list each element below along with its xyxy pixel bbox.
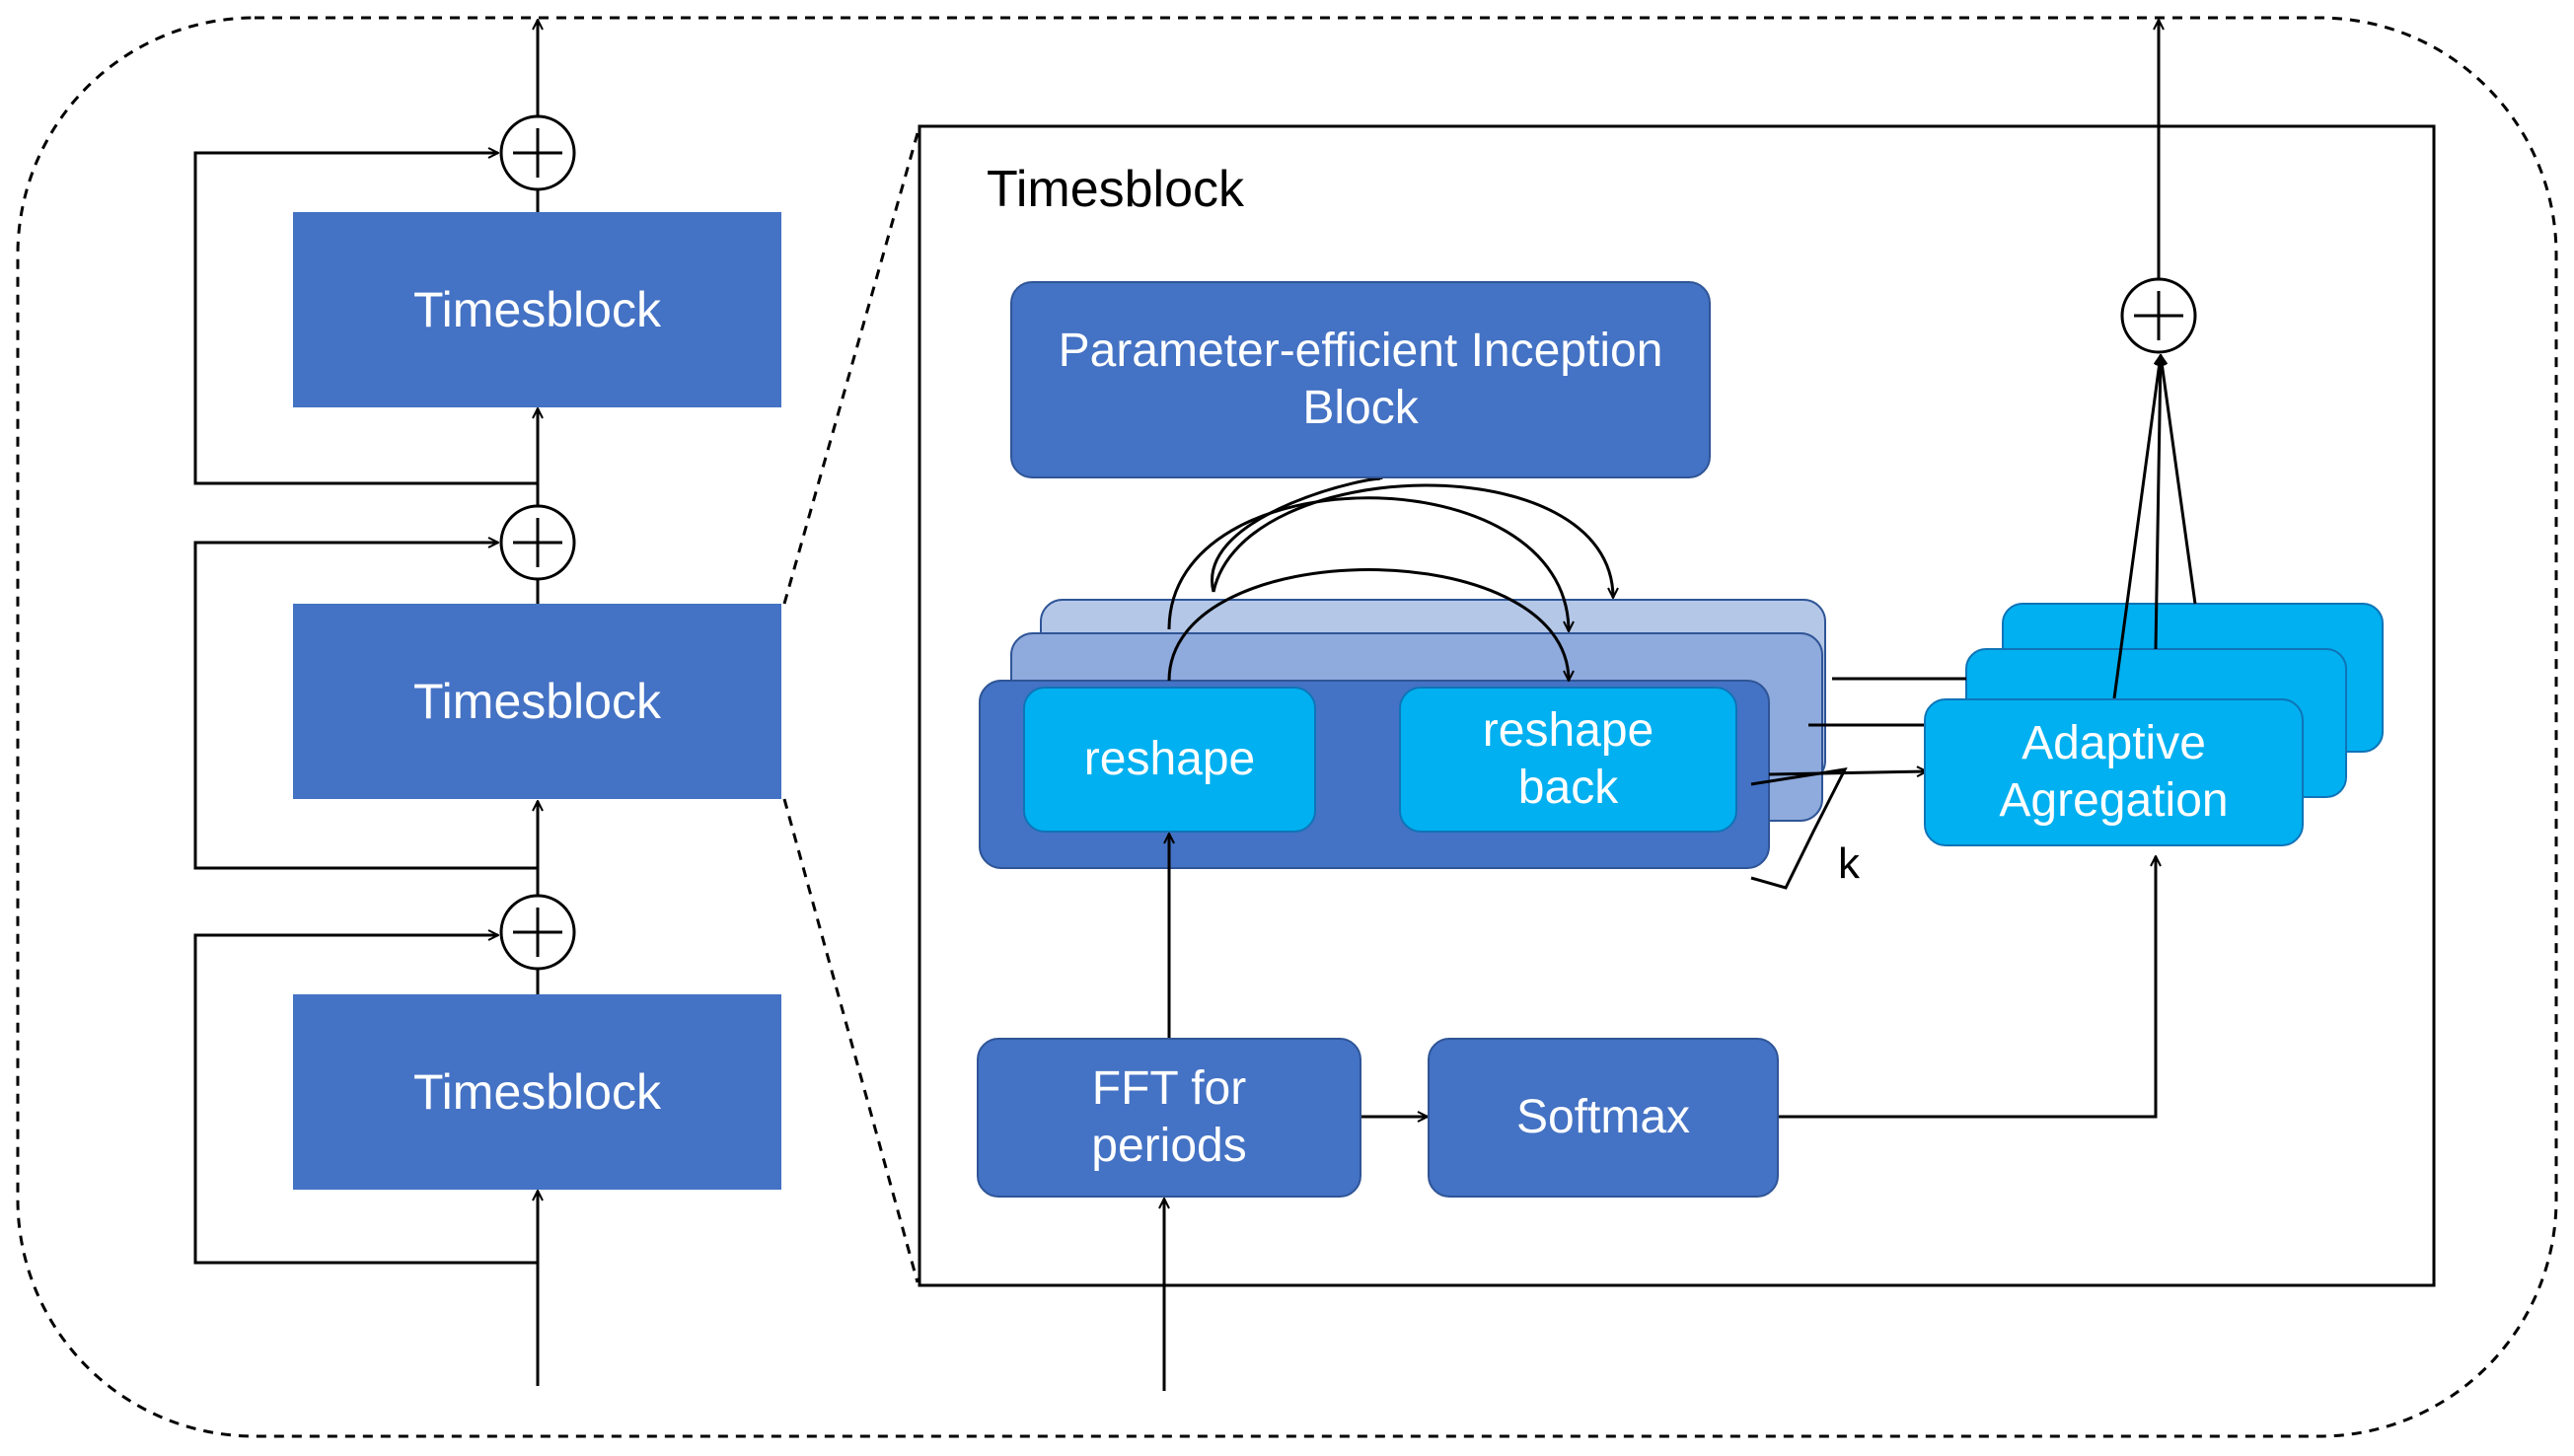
fft-box: FFT for periods	[977, 1038, 1361, 1198]
outer-dashed-frame	[16, 16, 2558, 1438]
timesblock-top: Timesblock	[293, 212, 781, 407]
timesblock-bottom: Timesblock	[293, 994, 781, 1190]
zoom-line-bottom	[782, 798, 919, 1283]
adaptive-aggregation-label: Adaptive Agregation	[1999, 717, 2229, 827]
timesblock-top-label: Timesblock	[413, 282, 661, 337]
fft-label: FFT for periods	[1091, 1062, 1247, 1172]
add-circle-middle	[499, 504, 576, 581]
inception-block-label: Parameter-efficient Inception Block	[1058, 325, 1663, 434]
aggregation-output-arrows	[2112, 20, 2197, 699]
timesblock-middle-label: Timesblock	[413, 674, 661, 729]
k-label: k	[1838, 839, 1861, 888]
layer-to-aggregation-arrows	[1768, 677, 1966, 774]
reshape-box: reshape	[1023, 687, 1316, 833]
add-circle-detail	[2120, 277, 2197, 354]
left-stack-connectors	[193, 20, 538, 1386]
detail-title: Timesblock	[987, 161, 1245, 218]
inception-block: Parameter-efficient Inception Block	[1010, 281, 1711, 478]
timesblock-bottom-label: Timesblock	[413, 1064, 661, 1120]
k-brace	[1750, 767, 1848, 890]
reshape-back-label: reshape back	[1482, 704, 1655, 814]
reshape-back-box: reshape back	[1399, 687, 1737, 833]
reshape-curved-arrows	[1167, 476, 1613, 681]
timesblock-middle: Timesblock	[293, 604, 781, 799]
adaptive-aggregation-box: Adaptive Agregation	[1924, 698, 2304, 846]
softmax-box: Softmax	[1428, 1038, 1779, 1198]
add-circle-top	[499, 114, 576, 191]
softmax-label: Softmax	[1515, 1091, 1691, 1144]
zoom-line-top	[782, 132, 919, 605]
reshape-label: reshape	[1083, 733, 1256, 786]
fft-connectors	[1164, 834, 2156, 1391]
add-circle-bottom	[499, 894, 576, 971]
